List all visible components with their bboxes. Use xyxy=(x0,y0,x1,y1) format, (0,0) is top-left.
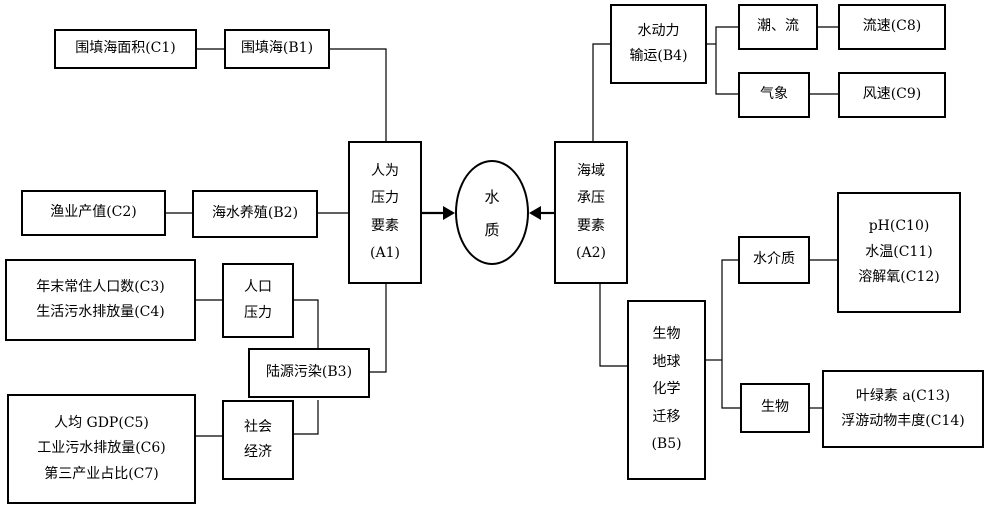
a1-line-2: 压力 xyxy=(371,190,399,206)
box-tide-current: 潮、流 xyxy=(738,4,818,50)
box-social-economy: 社会 经济 xyxy=(222,400,294,480)
b5-line-2: 地球 xyxy=(652,353,681,370)
box-b3: 陆源污染(B3) xyxy=(248,348,370,398)
b5-line-3: 化学 xyxy=(652,381,681,398)
c7-label: 第三产业占比(C7) xyxy=(44,465,159,482)
box-c13-c14: 叶绿素 a(C13) 浮游动物丰度(C14) xyxy=(822,370,984,448)
c4-label: 生活污水排放量(C4) xyxy=(36,304,165,320)
box-a2: 海域 承压 要素 (A2) xyxy=(554,141,628,284)
box-water-medium: 水介质 xyxy=(738,236,810,284)
b5-line-4: 迁移 xyxy=(652,408,681,425)
c2-label: 渔业产值(C2) xyxy=(50,204,137,221)
center-line-2: 质 xyxy=(484,220,500,239)
box-b5: 生物 地球 化学 迁移 (B5) xyxy=(627,300,706,480)
organism-label: 生物 xyxy=(761,399,789,416)
box-population-pressure: 人口 压力 xyxy=(222,263,294,338)
box-c1: 围填海面积(C1) xyxy=(54,29,197,69)
box-b2: 海水养殖(B2) xyxy=(192,190,318,238)
box-organism: 生物 xyxy=(740,383,810,433)
box-c3-c4: 年末常住人口数(C3) 生活污水排放量(C4) xyxy=(5,259,196,341)
a2-line-2: 承压 xyxy=(577,190,605,206)
c3-label: 年末常住人口数(C3) xyxy=(36,278,165,295)
a1-line-1: 人为 xyxy=(371,162,399,179)
c11-label: 水温(C11) xyxy=(865,243,933,260)
pop-line-2: 压力 xyxy=(244,304,272,321)
center-line-1: 水 xyxy=(484,187,500,206)
c10-label: pH(C10) xyxy=(868,218,930,235)
box-c9: 风速(C9) xyxy=(838,72,946,118)
box-a1: 人为 压力 要素 (A1) xyxy=(348,141,422,284)
box-c2: 渔业产值(C2) xyxy=(21,190,166,236)
c12-label: 溶解氧(C12) xyxy=(858,269,940,286)
a2-line-1: 海域 xyxy=(577,162,605,179)
a1-line-4: (A1) xyxy=(370,245,400,261)
b1-label: 围填海(B1) xyxy=(240,40,314,57)
b5-line-5: (B5) xyxy=(651,436,682,453)
a2-line-4: (A2) xyxy=(576,245,606,261)
c13-label: 叶绿素 a(C13) xyxy=(855,387,951,404)
b4-line-1: 水动力 xyxy=(637,22,680,39)
a1-line-3: 要素 xyxy=(371,217,399,234)
pop-line-1: 人口 xyxy=(244,279,272,295)
box-c5-c7: 人均 GDP(C5) 工业污水排放量(C6) 第三产业占比(C7) xyxy=(7,394,196,504)
box-c10-c12: pH(C10) 水温(C11) 溶解氧(C12) xyxy=(837,192,961,313)
b5-line-1: 生物 xyxy=(652,326,681,343)
meteorology-label: 气象 xyxy=(760,86,788,103)
tide-label: 潮、流 xyxy=(757,18,799,35)
c1-label: 围填海面积(C1) xyxy=(75,40,176,57)
box-b4: 水动力 输运(B4) xyxy=(610,4,707,84)
c5-label: 人均 GDP(C5) xyxy=(54,414,149,431)
box-meteorology: 气象 xyxy=(738,72,810,118)
b4-line-2: 输运(B4) xyxy=(629,48,688,64)
a2-line-3: 要素 xyxy=(577,217,605,234)
c6-label: 工业污水排放量(C6) xyxy=(37,440,166,457)
water-medium-label: 水介质 xyxy=(753,251,795,268)
econ-line-1: 社会 xyxy=(244,418,272,435)
c9-label: 风速(C9) xyxy=(862,86,922,103)
box-b1: 围填海(B1) xyxy=(224,29,330,69)
c8-label: 流速(C8) xyxy=(862,18,922,35)
c14-label: 浮游动物丰度(C14) xyxy=(841,413,965,429)
b3-label: 陆源污染(B3) xyxy=(265,364,353,381)
b2-label: 海水养殖(B2) xyxy=(211,205,299,222)
box-c8: 流速(C8) xyxy=(838,4,946,50)
water-quality-ellipse: 水 质 xyxy=(455,160,529,265)
econ-line-2: 经济 xyxy=(244,444,272,460)
